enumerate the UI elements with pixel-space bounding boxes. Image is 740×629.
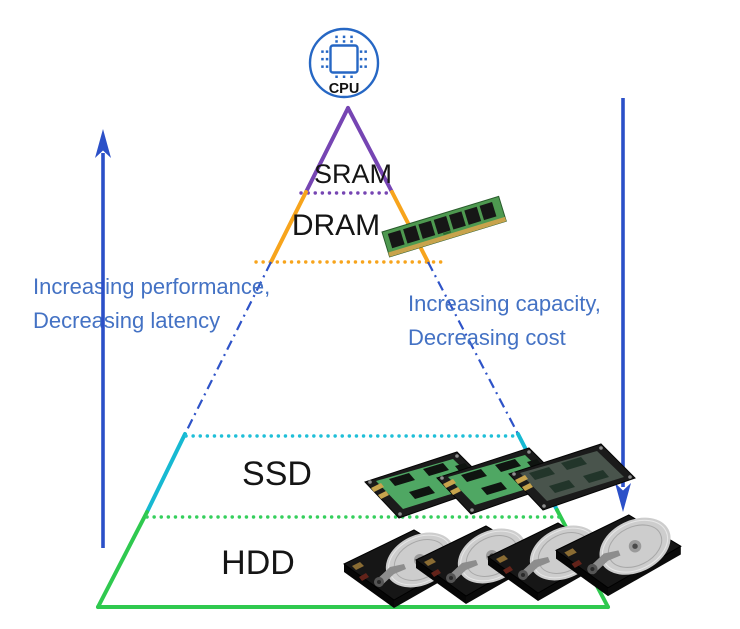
up-arrow-head xyxy=(95,129,111,158)
cpu-chip-outline xyxy=(329,44,359,74)
capacity-down-arrow xyxy=(615,98,631,512)
right-annotation: Increasing capacity, Decreasing cost xyxy=(408,291,601,350)
left-annotation-line1: Increasing performance, xyxy=(33,274,270,299)
sram-label: SRAM xyxy=(314,159,392,189)
left-annotation: Increasing performance, Decreasing laten… xyxy=(33,274,270,333)
ssd-label: SSD xyxy=(242,455,312,493)
cpu-label: CPU xyxy=(329,81,360,97)
pyramid-edge-sram-left xyxy=(304,106,350,194)
ssd-drive-group xyxy=(364,443,636,519)
pyramid-edge-gap-right xyxy=(427,261,519,435)
cpu-chip-pins xyxy=(321,35,367,78)
right-annotation-line2: Decreasing cost xyxy=(408,325,566,350)
ram-module-image xyxy=(381,195,507,258)
dram-label: DRAM xyxy=(292,209,380,242)
pyramid-edge-dram-left xyxy=(269,190,308,264)
left-annotation-line2: Decreasing latency xyxy=(33,308,220,333)
hdd-label: HDD xyxy=(221,544,295,582)
hdd-drive-image xyxy=(554,514,682,597)
pyramid-edge-ssd-left xyxy=(145,432,187,514)
performance-up-arrow xyxy=(95,129,111,548)
cpu-icon: CPU xyxy=(308,27,380,99)
ssd-drive-image xyxy=(508,443,636,511)
pyramid-edge-hdd-left xyxy=(96,510,149,609)
pyramid-edge-sram-right xyxy=(346,106,394,194)
right-annotation-line1: Increasing capacity, xyxy=(408,291,601,316)
pyramid-edge-gap-left xyxy=(184,261,272,435)
down-arrow-head xyxy=(615,483,631,512)
cpu-circle xyxy=(308,27,380,99)
ssd-drive-image xyxy=(364,451,492,519)
hdd-drive-group xyxy=(343,514,682,608)
